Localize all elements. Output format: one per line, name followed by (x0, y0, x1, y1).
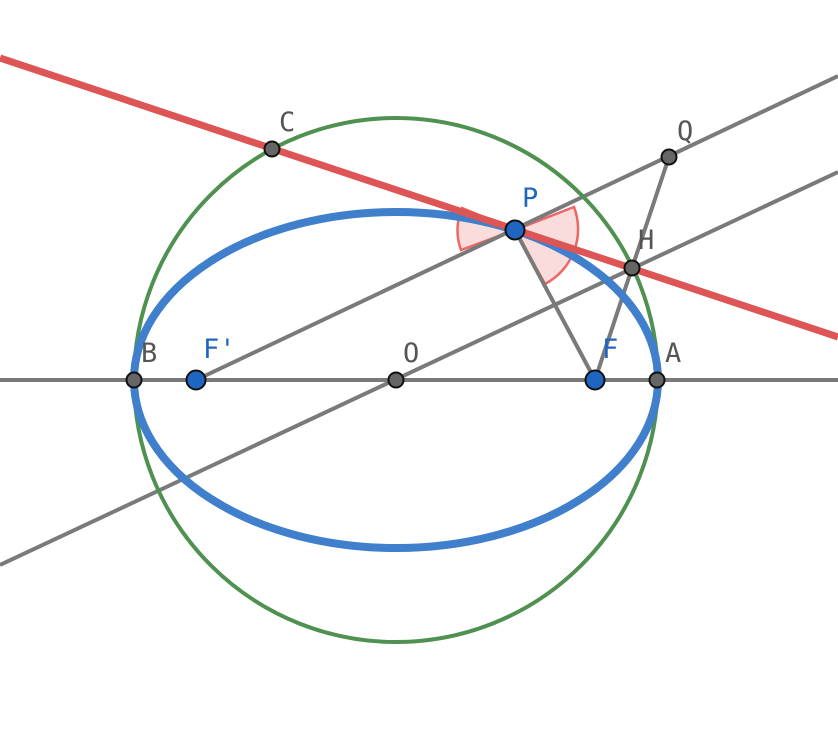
label-A: A (665, 338, 681, 369)
label-Q: Q (677, 116, 693, 147)
line-o-h (0, 170, 838, 567)
point-F[interactable] (584, 369, 606, 391)
point-C[interactable] (263, 140, 281, 158)
label-P: P (522, 183, 538, 214)
label-O: O (403, 338, 419, 369)
label-B: B (141, 338, 157, 369)
label-F-prime: F' (203, 334, 236, 365)
label-H: H (638, 225, 654, 256)
point-H[interactable] (623, 259, 641, 277)
label-F: F (602, 334, 618, 365)
tangent-line (0, 54, 838, 341)
point-A[interactable] (648, 371, 666, 389)
point-B[interactable] (125, 371, 143, 389)
point-Q[interactable] (660, 148, 678, 166)
segment-f-h (593, 267, 634, 381)
point-O[interactable] (387, 371, 405, 389)
label-C: C (279, 107, 295, 138)
segment-p-f (513, 229, 597, 381)
point-P[interactable] (504, 219, 526, 241)
segment-h-q (630, 156, 671, 269)
point-F-prime[interactable] (185, 369, 207, 391)
